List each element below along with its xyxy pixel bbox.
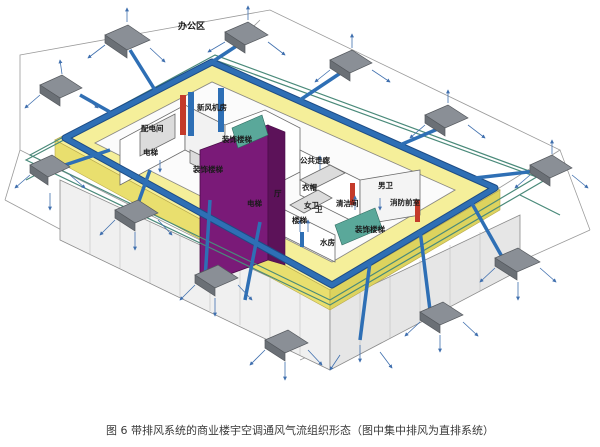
lobby-label: 厅 [274,189,282,198]
figure-caption: 图 6 带排风系统的商业楼宇空调通风气流组织形态（图中集中排风为直排系统） [106,424,494,437]
escalators [231,114,383,246]
risers [180,88,420,247]
distribution-room-label: 配电间 [141,123,164,133]
atrium-wall [199,124,286,286]
supply-duct [49,43,546,341]
public-corridor-label: 公共走廊 [300,155,330,165]
womens-room-label: 女卫 [304,200,319,210]
room-arrows [158,155,382,232]
fire-control-label: 消防前室 [390,197,420,207]
diffuser-units [29,21,573,362]
elevator-label: 电梯 [143,147,158,157]
airflow-arrows [14,5,589,381]
stair-label: 楼梯 [292,215,307,225]
escalator-b-label: 装饰楼梯 [192,164,223,174]
hvac-airflow-diagram: 办公区 新风机房 配电间 电梯 装饰楼梯 装饰楼梯 装饰楼梯 公共走廊 厅 电梯… [4,5,591,381]
restroom-label: 卫 [315,205,323,214]
mens-room-label: 男卫 [378,181,393,190]
washroom-label: 衣帽 [302,182,317,192]
escalator-a-label: 装饰楼梯 [221,134,252,144]
escalator-c-label: 装饰楼梯 [354,224,385,234]
water-room-label: 水房 [320,237,335,247]
lobby-2-label: 电梯 [247,198,262,208]
fresh-air-room-label: 新风机房 [197,102,227,112]
office-area-label: 办公区 [178,20,205,32]
cleaning-label: 清洁间 [336,198,359,208]
